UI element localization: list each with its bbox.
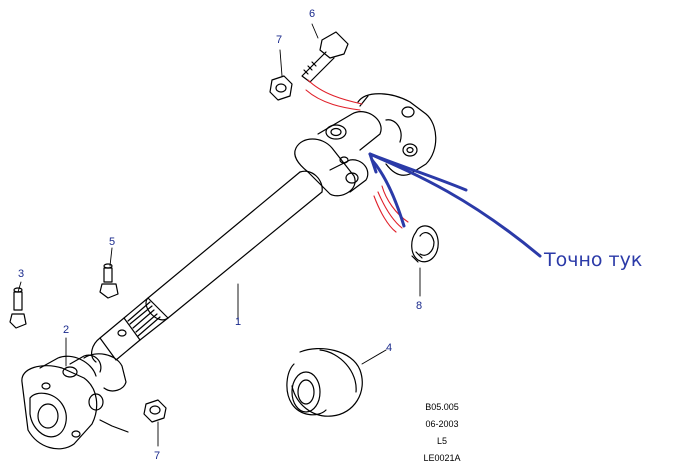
reference-drawing-id: LE0021A — [423, 453, 461, 463]
callout-part-5: 5 — [109, 236, 116, 248]
handwritten-annotation: Точно тук — [544, 249, 643, 271]
callout-part-1: 1 — [235, 316, 242, 328]
grease-nipple-5 — [99, 263, 119, 299]
callout-part-4: 4 — [386, 342, 393, 354]
reference-date: 06-2003 — [425, 419, 459, 429]
callout-part-3: 3 — [18, 268, 25, 280]
nut-7-bottom — [143, 399, 167, 423]
leader-lines — [17, 23, 421, 447]
propeller-shaft-tube — [145, 170, 323, 321]
callout-part-2: 2 — [63, 324, 70, 336]
blue-arrows — [368, 152, 542, 258]
bolt-6 — [301, 31, 349, 83]
callout-part-7-bottom: 7 — [154, 450, 161, 462]
red-marks — [305, 79, 409, 233]
spline-sleeve — [99, 297, 169, 361]
callout-part-8: 8 — [416, 300, 423, 312]
callout-part-7-top: 7 — [276, 34, 283, 46]
centre-bearing-4 — [286, 348, 363, 417]
grease-nipple-3 — [9, 287, 27, 329]
front-universal-joint — [294, 111, 382, 197]
circlip-8 — [411, 225, 439, 263]
rear-flange — [21, 337, 129, 450]
callout-part-6: 6 — [309, 8, 316, 20]
reference-variant: L5 — [436, 436, 447, 446]
nut-7-top — [269, 75, 293, 101]
reference-code: B05.005 — [425, 402, 459, 412]
front-flange — [357, 93, 437, 176]
